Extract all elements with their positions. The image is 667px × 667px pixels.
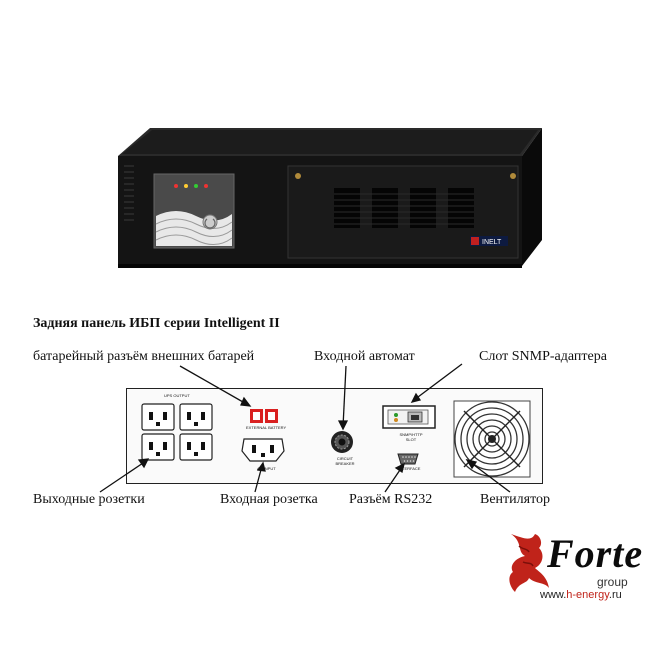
label-rs232: Разъём RS232	[349, 492, 433, 507]
ups-brand-badge: INELT	[482, 239, 502, 246]
fan	[452, 399, 532, 484]
rear-snmp-slot-text: SNMP/HTTP SLOT	[399, 432, 423, 442]
forte-logo-text: Forte	[547, 531, 644, 576]
label-fan: Вентилятор	[480, 492, 551, 507]
forte-logo-group: group	[597, 575, 628, 589]
rear-circuit-breaker-text: CIRCUIT BREAKER	[335, 456, 355, 466]
snmp-slot	[382, 405, 436, 434]
circuit-breaker	[330, 430, 354, 459]
label-external-battery: батарейный разъём внешних батарей	[33, 349, 255, 364]
url-highlight: h-energy	[566, 589, 609, 601]
url-suffix: .ru	[608, 589, 622, 601]
label-input-breaker: Входной автомат	[314, 349, 415, 364]
forte-logo-url: www.h-energy.ru	[540, 589, 622, 601]
ups-front-image: INELT	[110, 118, 550, 283]
label-output-sockets: Выходные розетки	[33, 492, 145, 507]
rear-external-battery-text: EXTERNAL BATTERY	[246, 425, 287, 430]
rear-ac-input-text: AC INPUT	[257, 466, 276, 471]
label-snmp-slot: Слот SNMP-адаптера	[479, 349, 607, 364]
label-input-socket: Входная розетка	[220, 492, 318, 507]
rs232-port	[397, 452, 419, 470]
ac-input-socket	[240, 437, 286, 468]
rear-ups-output-text: UPS OUTPUT	[164, 393, 190, 398]
output-sockets	[140, 402, 214, 467]
forte-logo-emblem	[505, 532, 551, 599]
url-prefix: www.	[540, 589, 567, 601]
rear-interface-text: INTERFACE	[398, 466, 421, 471]
external-battery-connector	[250, 409, 278, 423]
page-heading: Задняя панель ИБП серии Intelligent II	[33, 316, 280, 331]
